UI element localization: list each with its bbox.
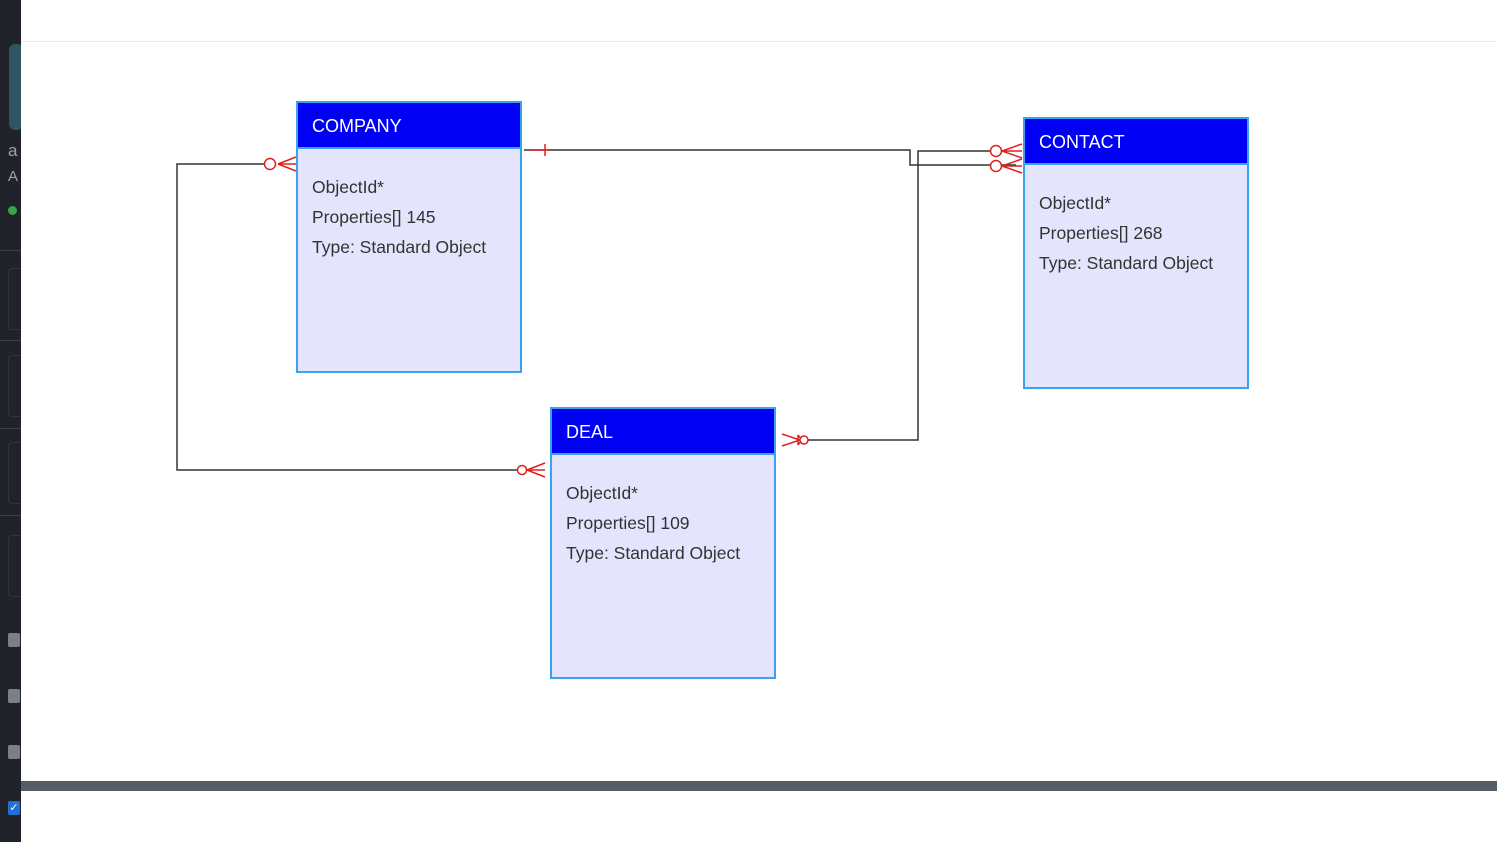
crowfoot-marker-icon	[1001, 143, 1023, 159]
entity-attribute: ObjectId*	[566, 483, 638, 503]
side-panel-field	[8, 442, 21, 504]
side-panel-text-fragment: a	[8, 141, 18, 160]
entity-attributes: ObjectId* Properties[] 109 Type: Standar…	[552, 455, 774, 572]
side-panel-divider	[0, 515, 21, 516]
side-panel-divider	[0, 428, 21, 429]
entity-title: COMPANY	[298, 103, 520, 149]
checkbox-icon[interactable]	[8, 689, 20, 703]
diagram-canvas[interactable]: COMPANY ObjectId* Properties[] 145 Type:…	[21, 0, 1497, 842]
zero-marker-icon	[989, 144, 1003, 158]
side-panel-edge: a A ✓	[0, 0, 21, 842]
relationship-layer	[176, 143, 1023, 478]
crowfoot-marker-icon	[277, 156, 297, 172]
entity-company[interactable]: COMPANY ObjectId* Properties[] 145 Type:…	[296, 101, 522, 373]
entity-attribute: Type: Standard Object	[566, 543, 741, 563]
side-panel-divider	[0, 340, 21, 341]
entity-title: CONTACT	[1025, 119, 1247, 165]
checkbox-icon[interactable]	[8, 745, 20, 759]
side-panel-card	[9, 44, 21, 130]
entity-attributes: ObjectId* Properties[] 268 Type: Standar…	[1025, 165, 1247, 282]
side-panel-field	[8, 355, 21, 417]
side-panel-field	[8, 268, 21, 330]
entity-title: DEAL	[552, 409, 774, 455]
checkbox-icon[interactable]	[8, 633, 20, 647]
relationship-line-company-deal	[176, 163, 518, 471]
zero-marker-icon	[516, 464, 528, 476]
entity-attribute: ObjectId*	[312, 177, 384, 197]
one-marker-icon	[529, 144, 549, 156]
side-panel-field	[8, 535, 21, 597]
entity-attribute: Properties[] 268	[1039, 223, 1163, 243]
entity-attribute: Properties[] 109	[566, 513, 690, 533]
checkbox-checked-icon[interactable]: ✓	[8, 801, 20, 815]
entity-attribute: ObjectId*	[1039, 193, 1111, 213]
side-panel-text-fragment: A	[8, 168, 19, 185]
entity-attribute: Type: Standard Object	[1039, 253, 1214, 273]
entity-deal[interactable]: DEAL ObjectId* Properties[] 109 Type: St…	[550, 407, 776, 679]
crowfoot-marker-icon	[781, 433, 803, 447]
status-dot-icon	[8, 206, 17, 215]
crowfoot-marker-icon	[526, 462, 546, 478]
side-panel-divider	[0, 250, 21, 251]
canvas-top-divider	[21, 41, 1497, 42]
entity-attribute: Properties[] 145	[312, 207, 436, 227]
entity-contact[interactable]: CONTACT ObjectId* Properties[] 268 Type:…	[1023, 117, 1249, 389]
zero-marker-icon	[989, 159, 1003, 173]
zero-marker-icon	[263, 157, 277, 171]
crowfoot-marker-icon	[1001, 158, 1023, 174]
zero-marker-icon	[799, 435, 809, 445]
entity-attribute: Type: Standard Object	[312, 237, 487, 257]
relationship-line-company-contact	[524, 149, 1016, 166]
relationship-line-deal-contact	[804, 150, 991, 441]
horizontal-scrollbar[interactable]	[21, 781, 1497, 791]
entity-attributes: ObjectId* Properties[] 145 Type: Standar…	[298, 149, 520, 266]
